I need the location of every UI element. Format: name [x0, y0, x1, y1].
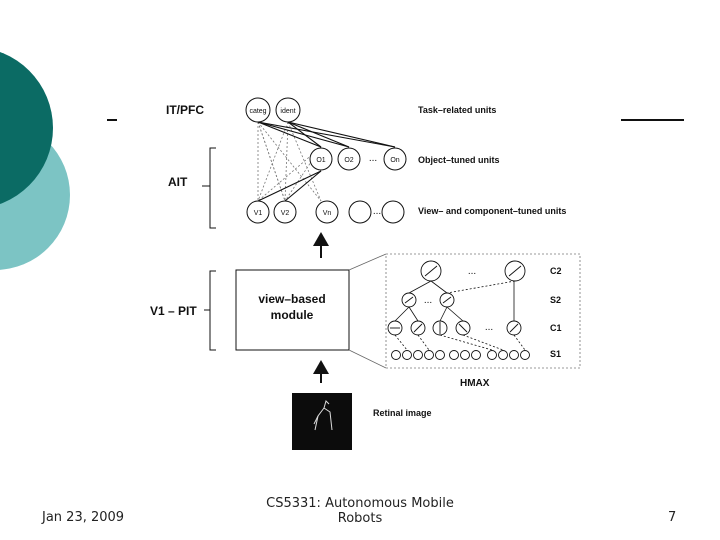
- retinal-image-label: Retinal image: [373, 408, 432, 418]
- task-units-caption: Task–related units: [418, 105, 496, 115]
- task-unit-label: ident: [280, 108, 295, 115]
- object-unit: [309, 147, 333, 171]
- hmax-ellipsis-c2: ...: [468, 266, 476, 277]
- view-units-caption: View– and component–tuned units: [418, 206, 566, 216]
- object-units-caption: Object–tuned units: [418, 155, 500, 165]
- level-label-v1pit: V1 – PIT: [150, 304, 197, 318]
- footer-date: Jan 23, 2009: [42, 510, 125, 525]
- title-rule-right: [621, 119, 684, 121]
- slide-number: 7: [668, 510, 677, 525]
- retinal-image: [292, 393, 352, 450]
- zoom-line-top: [348, 253, 387, 271]
- footer-title: CS5331: Autonomous Mobile Robots: [266, 496, 454, 526]
- accent-circle-dark: [0, 52, 53, 204]
- object-unit-label: On: [390, 157, 399, 164]
- task-object-links: [257, 121, 396, 202]
- title-rule-left: [107, 119, 117, 121]
- object-unit: [383, 147, 407, 171]
- bracket-v1pit: [204, 270, 216, 351]
- retinal-figure: [313, 400, 333, 431]
- hmax-model-diagram: IT/PFC AIT V1 – PIT categ ident Task–rel…: [120, 78, 610, 458]
- bracket-ait: [202, 147, 216, 229]
- object-unit-label: O2: [344, 157, 353, 164]
- hmax-ellipsis-s2: ...: [424, 295, 432, 306]
- view-unit-extra: [381, 200, 405, 224]
- task-unit: [275, 97, 301, 123]
- hmax-connections: [394, 280, 515, 322]
- view-unit-label: V1: [254, 210, 263, 217]
- zoom-line-bottom: [348, 349, 387, 369]
- hmax-dotted-connections: [394, 280, 526, 351]
- hmax-box: [385, 253, 581, 369]
- decorative-circles: [0, 52, 70, 270]
- level-label-itpfc: IT/PFC: [166, 103, 204, 117]
- module-label-line2: module: [271, 308, 314, 322]
- task-unit: [245, 97, 271, 123]
- hmax-layer-s1: S1: [550, 349, 561, 359]
- view-unit-label: V2: [281, 210, 290, 217]
- view-based-module: [235, 269, 350, 351]
- view-unit: [246, 200, 270, 224]
- object-unit-label: O1: [316, 157, 325, 164]
- view-ellipsis: ...: [373, 206, 381, 217]
- view-unit: [315, 200, 339, 224]
- view-unit-extra: [348, 200, 372, 224]
- hmax-layer-c1: C1: [550, 323, 562, 333]
- object-unit: [337, 147, 361, 171]
- hmax-ellipsis-c1: ...: [485, 322, 493, 333]
- object-ellipsis: ...: [369, 153, 377, 164]
- task-unit-label: categ: [249, 108, 266, 115]
- module-label-line1: view–based: [258, 292, 325, 306]
- hmax-layer-s2: S2: [550, 295, 561, 305]
- level-label-ait: AIT: [168, 175, 188, 189]
- hmax-layer-c2: C2: [550, 266, 562, 276]
- hmax-label: HMAX: [460, 378, 490, 389]
- view-unit-label: Vn: [323, 210, 332, 217]
- view-unit: [273, 200, 297, 224]
